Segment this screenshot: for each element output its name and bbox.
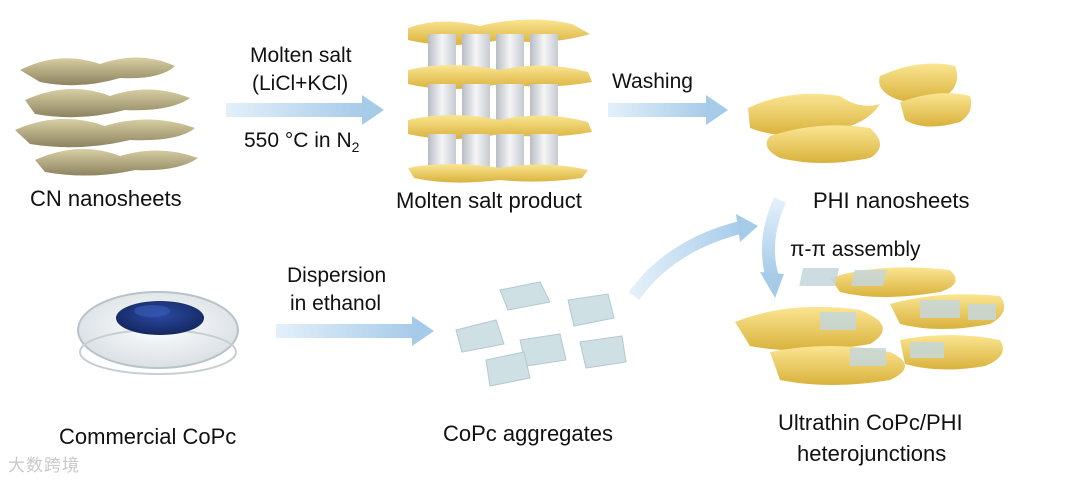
copc-aggregates-cluster [455, 281, 627, 387]
label-phi-nanosheets: PHI nanosheets [813, 188, 970, 213]
step-molten-salt-line1: Molten salt [250, 44, 352, 67]
conditions-text: 550 °C in N [244, 129, 352, 152]
conditions-subscript: 2 [351, 139, 360, 155]
step-washing: Washing [612, 70, 693, 93]
cn-nanosheets-stack [15, 57, 198, 176]
arrow-pi-assembly [760, 197, 786, 298]
label-heterojunctions-line2: heterojunctions [797, 441, 947, 466]
molten-salt-product-block [408, 19, 592, 183]
arrow-molten-salt [226, 95, 384, 125]
step-pi-assembly: π-π assembly [790, 238, 921, 261]
label-commercial-copc: Commercial CoPc [59, 424, 237, 449]
phi-nanosheets [748, 63, 972, 163]
step-molten-salt-line2: (LiCl+KCl) [252, 72, 349, 95]
copc-phi-heterojunctions [735, 267, 1005, 385]
label-heterojunctions-line1: Ultrathin CoPc/PHI [778, 410, 963, 435]
watermark-logo: 大数跨境 [8, 456, 80, 476]
label-molten-salt-product: Molten salt product [396, 188, 582, 213]
arrow-aggregates-to-assembly [628, 214, 758, 300]
step-dispersion-line2: in ethanol [290, 292, 382, 315]
arrow-washing [608, 95, 728, 125]
label-copc-aggregates: CoPc aggregates [443, 421, 613, 446]
step-dispersion-line1: Dispersion [287, 264, 387, 287]
petri-dish-copc [77, 291, 239, 375]
step-molten-salt-conditions: 550 °C in N2 [244, 127, 359, 156]
arrow-dispersion [276, 316, 434, 346]
label-cn-nanosheets: CN nanosheets [30, 186, 182, 211]
